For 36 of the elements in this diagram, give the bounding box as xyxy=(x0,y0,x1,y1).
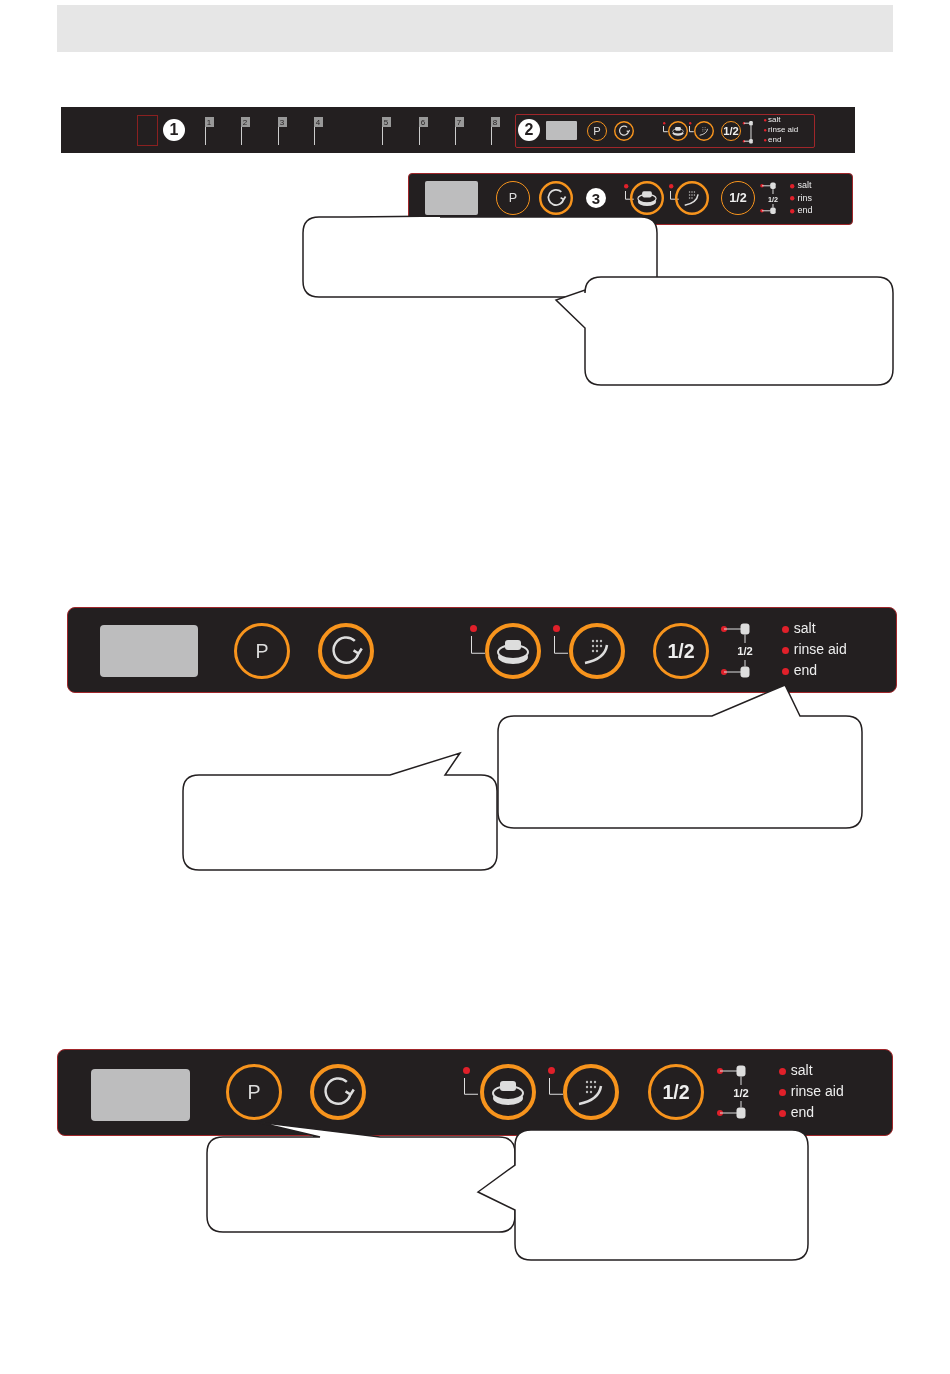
indicator-label: salt xyxy=(790,1063,813,1078)
position-tag: 3 xyxy=(277,117,287,127)
indicator-label: end xyxy=(793,663,818,678)
position-tag: 8 xyxy=(490,117,500,127)
indicator-label: rinse aid xyxy=(790,1084,844,1099)
indicator-label: end xyxy=(768,135,782,144)
half-load-button: 1/2 xyxy=(648,1064,704,1120)
speech-bubble xyxy=(554,275,895,387)
display-window xyxy=(546,121,577,140)
position-tag: 1 xyxy=(204,117,214,127)
position-tag: 6 xyxy=(418,117,428,127)
speech-bubble xyxy=(301,214,659,299)
callout-number: 1 xyxy=(163,119,185,141)
indicator-label: salt xyxy=(768,115,781,124)
position-tag: 2 xyxy=(240,117,250,127)
speech-bubble xyxy=(476,1128,810,1262)
program-button: P xyxy=(226,1064,282,1120)
position-tag: 5 xyxy=(381,117,391,127)
indicator-label: end xyxy=(797,206,813,216)
display-window xyxy=(100,625,198,677)
speech-bubble xyxy=(496,683,864,830)
display-window xyxy=(425,181,478,215)
display-window xyxy=(91,1069,190,1121)
callout-number: 2 xyxy=(518,119,540,141)
position-tag: 4 xyxy=(313,117,323,127)
half-load-button: 1/2 xyxy=(653,623,709,679)
indicator-label: rinse aid xyxy=(793,642,847,657)
indicator-label: rins xyxy=(797,193,812,203)
position-tag: 7 xyxy=(454,117,464,127)
indicator-label: salt xyxy=(793,621,816,636)
indicator-label: rinse aid xyxy=(768,125,799,134)
speech-bubble xyxy=(181,751,499,872)
program-button: P xyxy=(234,623,290,679)
indicator-label: salt xyxy=(797,181,812,191)
indicator-label: end xyxy=(790,1105,815,1120)
callout-number: 3 xyxy=(586,188,606,208)
